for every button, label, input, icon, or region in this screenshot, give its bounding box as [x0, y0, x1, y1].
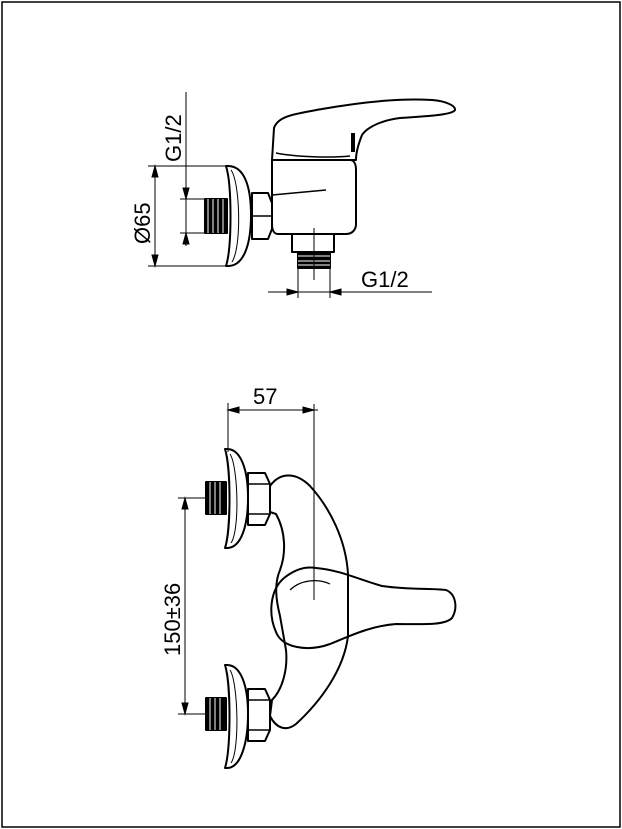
side-lever-detail: [275, 152, 351, 158]
front-view: [205, 404, 457, 769]
dim-diameter-arrow-top: [151, 164, 159, 178]
front-lower-inlet-thread: [205, 697, 227, 731]
front-valve-body: [269, 474, 349, 730]
label-flange-diameter: Ø65: [130, 202, 155, 244]
dim-depth-arrow-right: [302, 406, 316, 414]
dim-inlet-arrow-bottom: [182, 231, 190, 245]
front-upper-flange: [224, 448, 249, 549]
side-flange-inner-curve: [230, 169, 240, 263]
label-depth: 57: [253, 384, 277, 409]
side-body-seam: [271, 189, 327, 196]
dim-depth-arrow-left: [226, 406, 240, 414]
label-inlet-spacing: 150±36: [160, 583, 185, 656]
front-lower-hex-nut: [247, 688, 271, 742]
dim-inlet-arrow-top: [182, 187, 190, 201]
side-inlet-thread: [204, 198, 228, 234]
label-inlet-thread-side: G1/2: [161, 114, 186, 162]
side-wall-flange: [225, 165, 252, 267]
dim-outlet-arrow-right: [328, 288, 342, 296]
dim-outlet-arrow-left: [286, 288, 300, 296]
side-lever-handle: [271, 98, 456, 161]
dim-spacing-arrow-bottom: [181, 702, 189, 716]
front-lower-flange-curve: [229, 669, 238, 764]
label-outlet-thread: G1/2: [361, 267, 409, 292]
side-view: [204, 98, 456, 280]
side-outlet-collar: [291, 233, 335, 253]
front-lever-inner-curve: [289, 580, 331, 591]
front-view-dimensions: [178, 403, 318, 716]
front-upper-hex-nut: [247, 472, 271, 526]
front-upper-inlet-thread: [205, 481, 227, 515]
side-valve-body: [271, 159, 357, 235]
dim-spacing-arrow-top: [181, 496, 189, 510]
front-upper-flange-curve: [229, 453, 238, 544]
front-lower-flange: [224, 664, 249, 769]
dim-diameter-arrow-bottom: [151, 254, 159, 268]
front-lever-handle: [270, 566, 457, 649]
side-view-dimensions: [148, 92, 432, 298]
